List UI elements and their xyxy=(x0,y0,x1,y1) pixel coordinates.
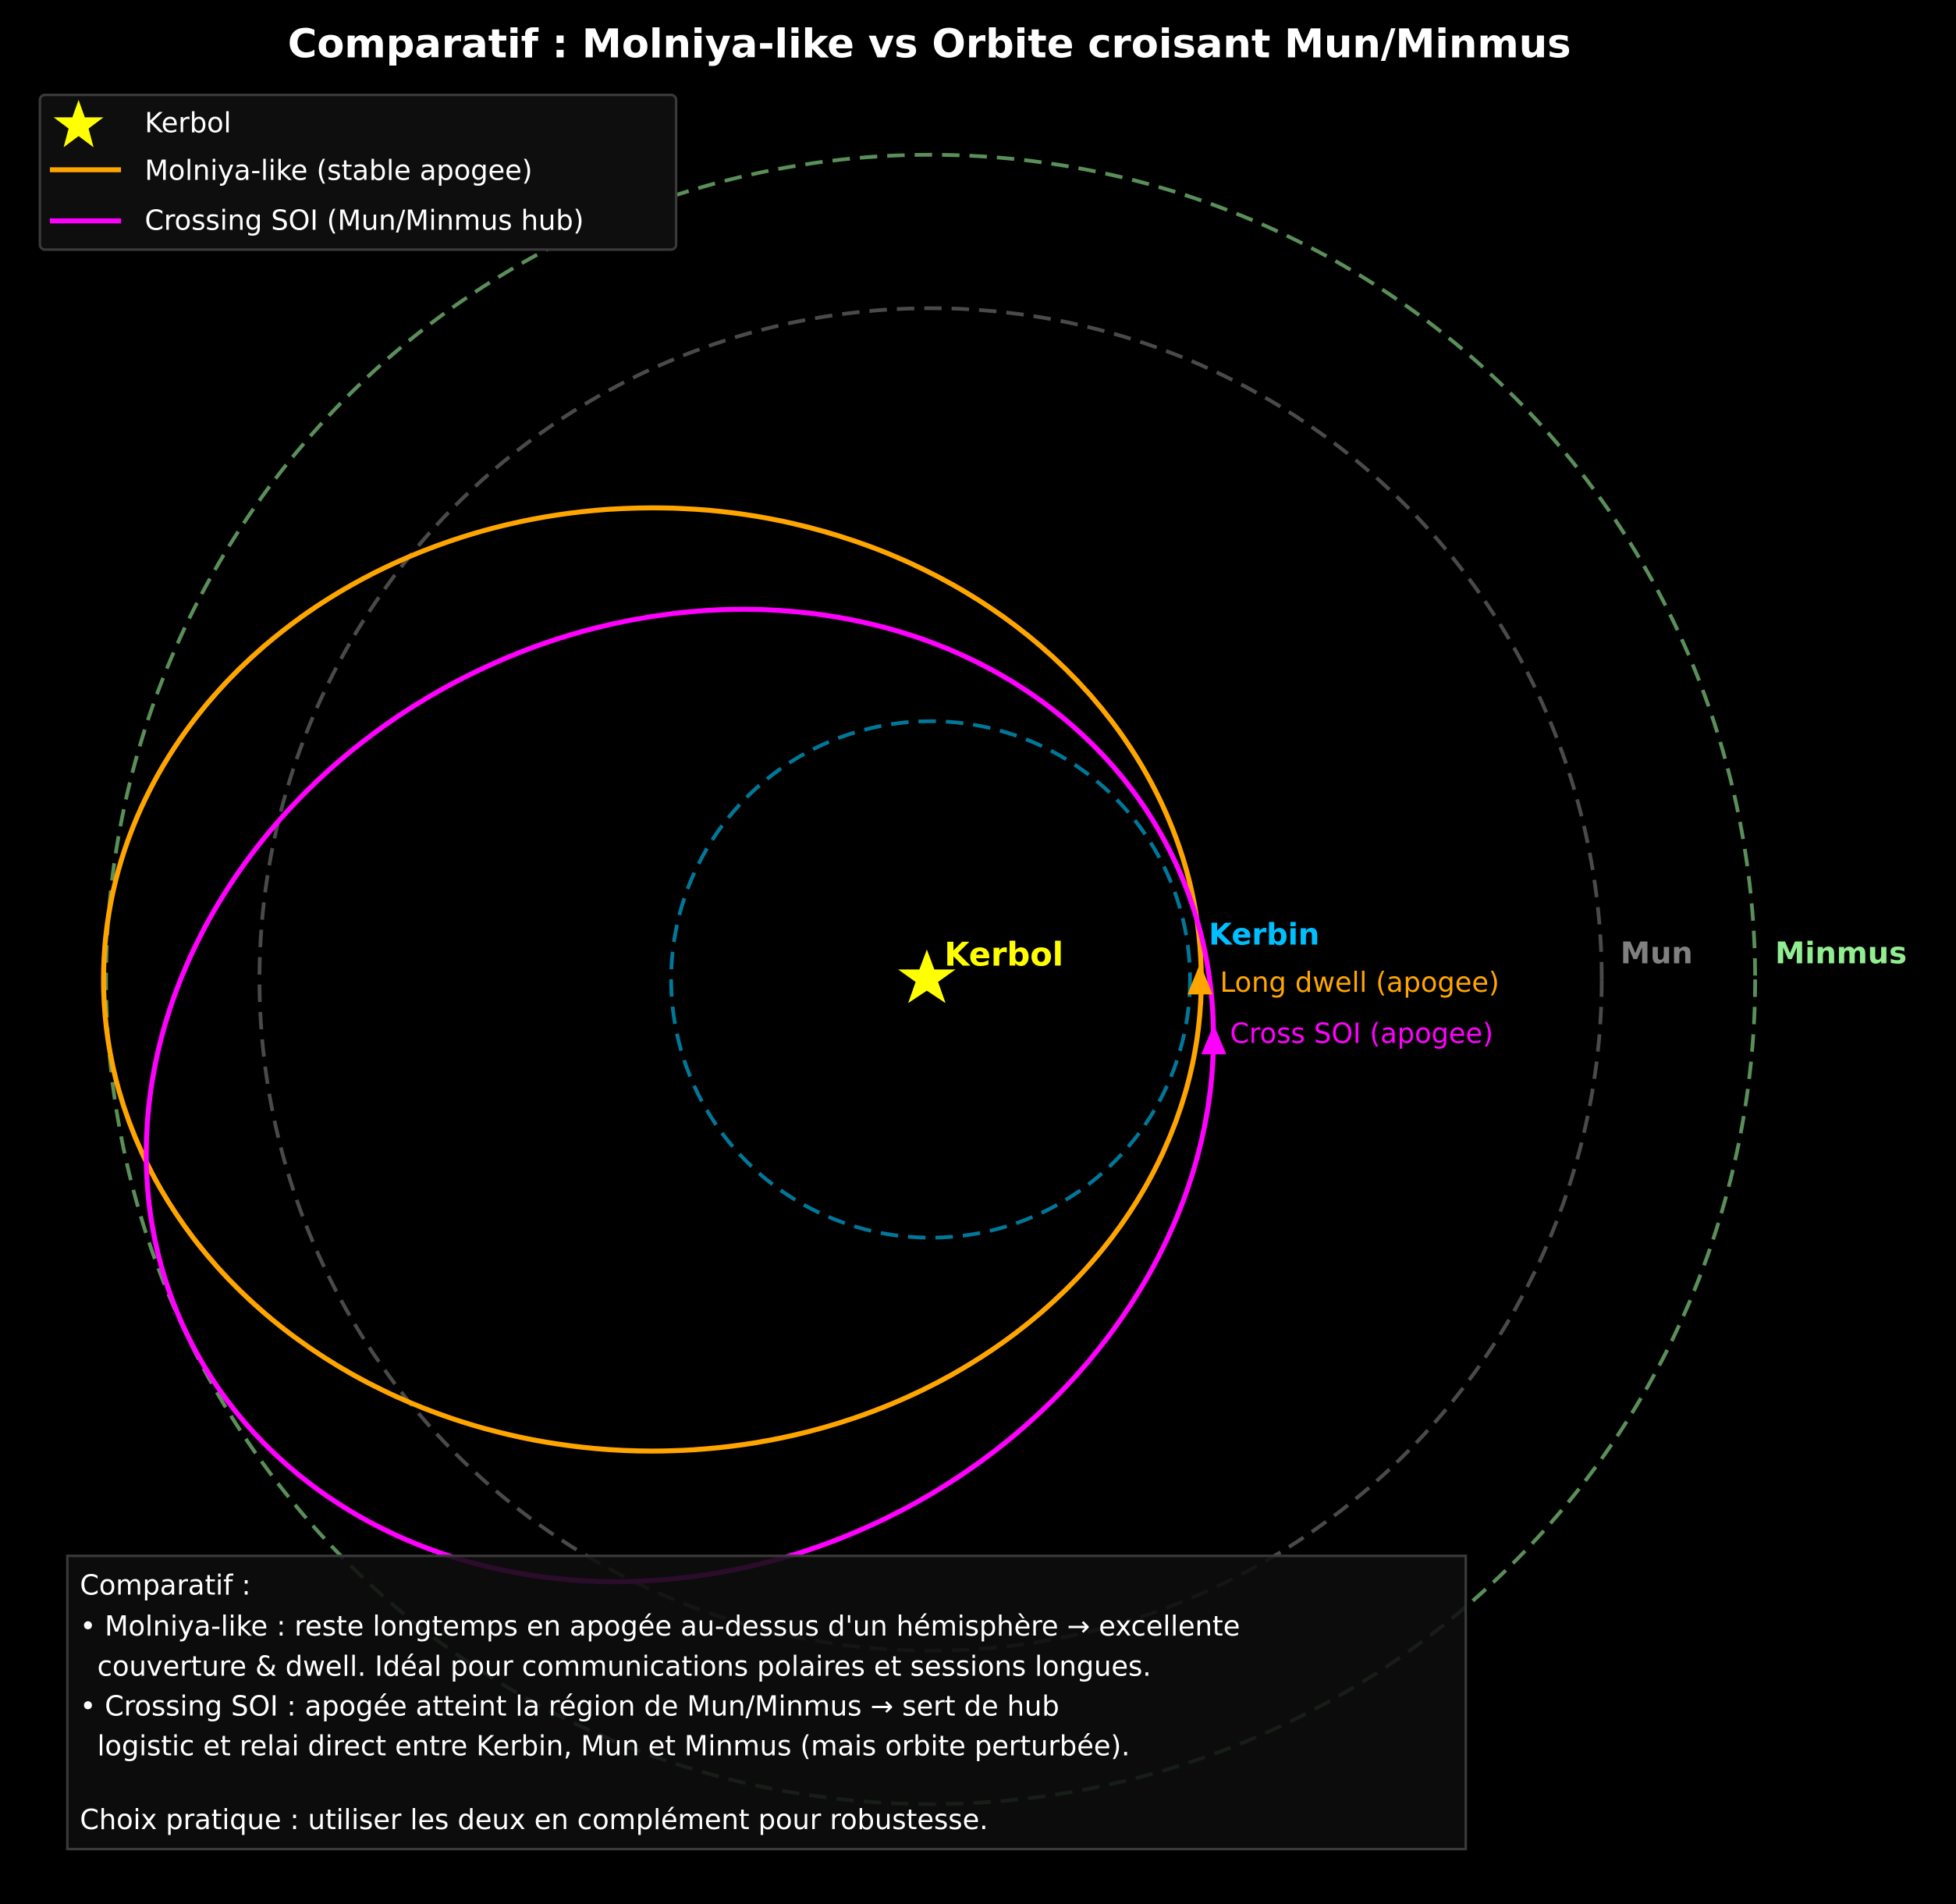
legend-star-icon xyxy=(53,99,104,147)
textbox-background xyxy=(66,1554,1468,1851)
legend: Kerbol Molniya-like (stable apogee) Cros… xyxy=(38,93,678,251)
textbox-line: logistic et relai direct entre Kerbin, M… xyxy=(80,1731,1130,1763)
kerbol-label: Kerbol xyxy=(944,936,1063,974)
molniya-apogee-marker-icon xyxy=(1187,963,1213,995)
crossing-apogee-marker-icon xyxy=(1201,1024,1226,1055)
textbox-line: • Crossing SOI : apogée atteint la régio… xyxy=(80,1690,1059,1722)
legend-label-kerbol: Kerbol xyxy=(144,108,231,140)
textbox-line: couverture & dwell. Idéal pour communica… xyxy=(80,1650,1151,1682)
chart-title: Comparatif : Molniya-like vs Orbite croi… xyxy=(288,22,1571,68)
crossing-apogee-label: Cross SOI (apogee) xyxy=(1230,1018,1493,1050)
kerbin-orbit xyxy=(669,719,1192,1240)
kerbin-label: Kerbin xyxy=(1209,917,1319,952)
kerbol-star-icon xyxy=(898,949,956,1004)
molniya-apogee-label: Long dwell (apogee) xyxy=(1220,967,1500,999)
legend-label-crossing: Crossing SOI (Mun/Minmus hub) xyxy=(144,204,584,236)
legend-box xyxy=(38,93,678,251)
textbox-line: Comparatif : xyxy=(80,1569,250,1601)
minmus-label: Minmus xyxy=(1775,936,1907,971)
mun-label: Mun xyxy=(1621,936,1693,971)
textbox-line: • Molniya-like : reste longtemps en apog… xyxy=(80,1611,1240,1643)
textbox-line: Choix pratique : utiliser les deux en co… xyxy=(80,1804,988,1836)
legend-label-molniya: Molniya-like (stable apogee) xyxy=(144,155,532,186)
comparison-textbox: Comparatif : • Molniya-like : reste long… xyxy=(66,1554,1468,1851)
crossing-soi-orbit xyxy=(144,606,1216,1585)
